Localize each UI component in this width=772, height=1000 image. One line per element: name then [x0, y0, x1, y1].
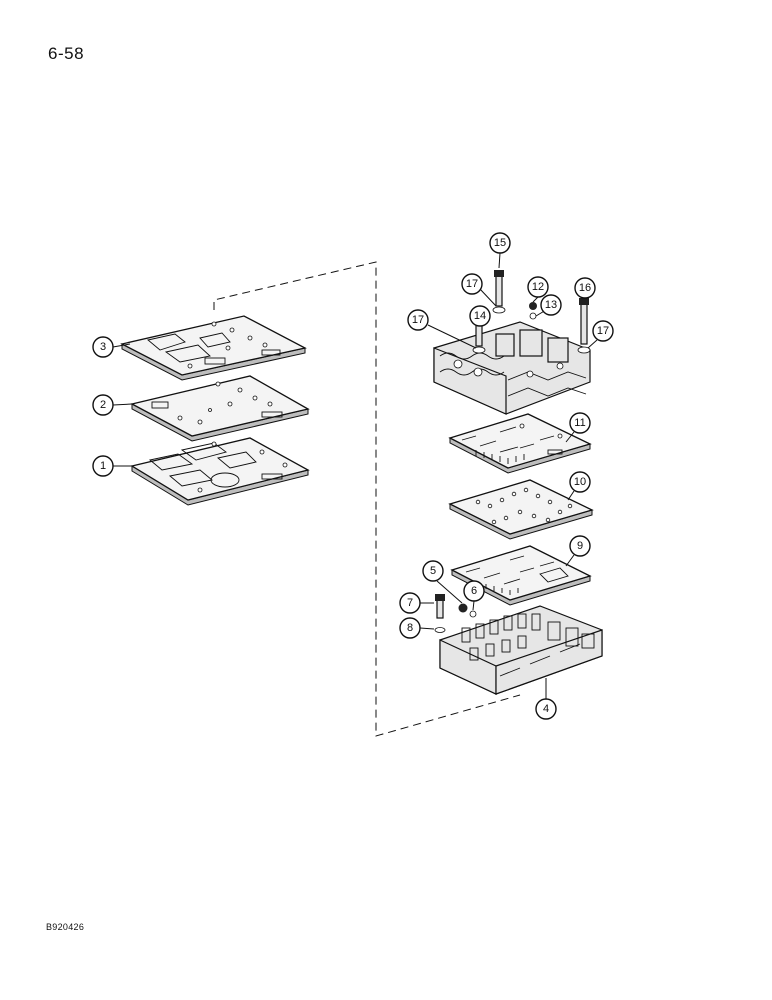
callout-1: 1: [92, 455, 114, 477]
svg-text:13: 13: [545, 299, 557, 311]
callout-10: 10: [569, 471, 591, 493]
separator-plate-part-10: [448, 479, 594, 540]
svg-text:14: 14: [474, 310, 486, 322]
washer-part-17-left: [472, 346, 486, 354]
svg-text:9: 9: [577, 540, 583, 552]
upper-valve-body: [433, 321, 591, 415]
svg-text:3: 3: [100, 341, 106, 353]
callout-14: 14: [469, 305, 491, 327]
svg-text:2: 2: [100, 399, 106, 411]
callout-3: 3: [92, 336, 114, 358]
bolt-part-15: [494, 270, 504, 307]
spring-part-6: [469, 610, 477, 618]
svg-text:4: 4: [543, 703, 549, 715]
callout-2: 2: [92, 394, 114, 416]
gasket-part-3: [120, 315, 307, 381]
gasket-part-1: [130, 437, 310, 506]
washer-part-17-right: [577, 346, 591, 354]
leader-lines: [112, 252, 598, 699]
callout-17-left: 17: [407, 309, 429, 331]
svg-text:11: 11: [574, 417, 585, 429]
callout-12: 12: [527, 276, 549, 298]
check-ball-part-5: [458, 603, 468, 613]
callout-11: 11: [569, 412, 591, 434]
callout-13: 13: [540, 294, 562, 316]
svg-text:6: 6: [471, 585, 477, 597]
svg-text:8: 8: [407, 622, 413, 634]
callout-5: 5: [422, 560, 444, 582]
valve-bores: [461, 613, 595, 661]
callout-9: 9: [569, 535, 591, 557]
svg-text:7: 7: [407, 597, 413, 609]
washer-part-17-top: [492, 306, 506, 314]
svg-text:16: 16: [579, 282, 591, 294]
gasket-part-11: [448, 413, 592, 474]
svg-text:12: 12: [532, 281, 544, 293]
svg-text:10: 10: [574, 476, 586, 488]
callout-16: 16: [574, 277, 596, 299]
svg-text:17: 17: [466, 278, 478, 290]
page-number: 6-58: [48, 44, 85, 63]
callout-17-top: 17: [461, 273, 483, 295]
svg-text:15: 15: [494, 237, 506, 249]
check-ball-part-12: [529, 302, 537, 310]
lower-valve-body-part-4: [439, 605, 603, 695]
svg-text:17: 17: [412, 314, 424, 326]
callout-15: 15: [489, 232, 511, 254]
callout-7: 7: [399, 592, 421, 614]
svg-text:1: 1: [100, 460, 106, 472]
assembly-guide-line: [213, 261, 521, 737]
callout-17-right: 17: [592, 320, 614, 342]
callout-4: 4: [535, 698, 557, 720]
svg-text:17: 17: [597, 325, 609, 337]
svg-text:5: 5: [430, 565, 436, 577]
callout-6: 6: [463, 580, 485, 602]
separator-plate-part-2: [130, 375, 310, 442]
spring-part-13: [529, 312, 537, 320]
bolt-part-16: [579, 298, 589, 345]
figure-code: B920426: [46, 922, 85, 932]
bolt-part-7: [435, 594, 445, 619]
callout-8: 8: [399, 617, 421, 639]
washer-part-8: [434, 627, 446, 633]
